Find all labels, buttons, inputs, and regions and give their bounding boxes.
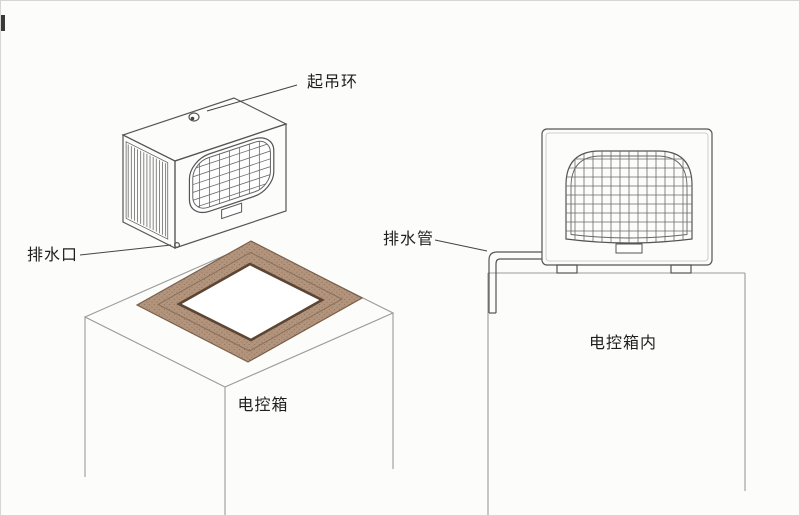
ac-unit-foot-left	[556, 264, 578, 274]
drain-pipe	[488, 251, 542, 314]
gasket-cutout-hole	[176, 262, 325, 342]
nameplate	[222, 203, 242, 218]
right-view-front-elevation: 排水管 电控箱内	[383, 128, 746, 515]
front-grille-mesh	[189, 132, 273, 218]
gasket-texture	[137, 241, 362, 362]
vent-grille	[126, 142, 168, 239]
ac-unit-front	[541, 128, 713, 274]
mounting-gasket	[135, 240, 364, 363]
label-lifting-ring: 起吊环	[307, 73, 358, 91]
label-control-box: 电控箱	[237, 396, 288, 414]
ac-unit-foot-right	[670, 264, 692, 274]
vent-grille-border	[126, 142, 168, 239]
ac-unit-front-outline	[541, 128, 713, 266]
vent-grille-slats	[128, 145, 165, 237]
lifting-ring	[188, 112, 200, 122]
gasket-mid-line	[156, 251, 344, 352]
leader-line-drain-outlet	[79, 244, 172, 256]
leader-line-lifting-ring	[206, 84, 298, 112]
ac-unit-front-inner-line	[545, 132, 709, 262]
control-box-isometric	[83, 242, 395, 515]
control-box-front	[487, 272, 746, 515]
right-grille-mesh	[566, 151, 692, 243]
ac-unit-front-face	[174, 123, 287, 249]
left-view-exploded-isometric: 起吊环 排水口 电控箱	[27, 73, 395, 515]
label-drain-outlet: 排水口	[27, 246, 78, 264]
label-control-box-interior: 电控箱内	[589, 334, 657, 352]
right-grille	[565, 150, 693, 244]
lifting-ring-dot	[190, 116, 195, 121]
ac-unit-left-face	[122, 134, 176, 249]
ac-unit-isometric	[123, 98, 286, 248]
front-grille	[189, 132, 273, 229]
leader-line-drain-pipe	[434, 239, 488, 252]
nameplate-front	[615, 243, 643, 254]
drain-outlet-nub	[174, 242, 181, 249]
label-drain-pipe: 排水管	[383, 230, 434, 248]
scan-artifact	[1, 15, 5, 31]
front-grille-inner-outline	[193, 137, 271, 212]
